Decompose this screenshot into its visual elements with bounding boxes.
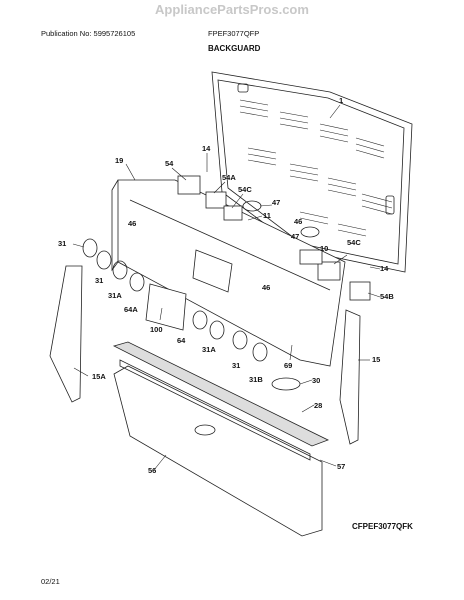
callout-label: 31A bbox=[108, 291, 122, 300]
callout-label: 54C bbox=[238, 185, 252, 194]
left-end-cap bbox=[49, 265, 83, 403]
revision-date: 02/21 bbox=[41, 577, 60, 586]
callout-label: 14 bbox=[202, 144, 211, 153]
callout-label: 47 bbox=[291, 232, 299, 241]
front-panel bbox=[113, 365, 323, 537]
callout-label: 10 bbox=[320, 244, 328, 253]
knobs bbox=[82, 238, 268, 362]
callout-label: 15 bbox=[372, 355, 380, 364]
callout-label: 56 bbox=[148, 466, 156, 475]
display-module bbox=[145, 283, 187, 331]
relay-54c-lower bbox=[317, 261, 341, 281]
section-title: BACKGUARD bbox=[208, 44, 261, 53]
callout-label: 46 bbox=[262, 283, 270, 292]
callout-label: 14 bbox=[380, 264, 389, 273]
relay-54b bbox=[349, 281, 371, 301]
figure-code: CFPEF3077QFK bbox=[352, 522, 413, 531]
callout-label: 47 bbox=[272, 198, 280, 207]
model-number: FPEF3077QFP bbox=[208, 29, 260, 38]
rear-panel bbox=[211, 71, 413, 273]
bottom-strip bbox=[119, 359, 311, 461]
relay-54 bbox=[177, 175, 201, 195]
part-30 bbox=[271, 377, 301, 391]
callout-label: 54 bbox=[165, 159, 174, 168]
callout-label: 54A bbox=[222, 173, 236, 182]
glass-trim bbox=[112, 341, 330, 447]
callout-label: 46 bbox=[294, 217, 302, 226]
callout-label: 31B bbox=[249, 375, 263, 384]
callout-label: 31 bbox=[58, 239, 66, 248]
publication-number: Publication No: 5995726105 bbox=[41, 29, 136, 38]
right-end-cap bbox=[339, 309, 361, 445]
callout-label: 54B bbox=[380, 292, 394, 301]
relay-54a bbox=[205, 191, 227, 209]
control-panel bbox=[111, 179, 346, 367]
part-callouts: 1 14 54 19 54A 54C 47 11 46 31 46 47 10 … bbox=[58, 96, 394, 475]
callout-label: 57 bbox=[337, 462, 345, 471]
callout-label: 54C bbox=[347, 238, 361, 247]
callout-label: 19 bbox=[115, 156, 123, 165]
callout-label: 30 bbox=[312, 376, 320, 385]
callout-label: 64 bbox=[177, 336, 186, 345]
callout-label: 28 bbox=[314, 401, 322, 410]
callout-label: 100 bbox=[150, 325, 163, 334]
callout-label: 31 bbox=[232, 361, 240, 370]
callout-label: 64A bbox=[124, 305, 138, 314]
callout-label: 69 bbox=[284, 361, 292, 370]
callout-label: 11 bbox=[263, 211, 271, 220]
callout-label: 46 bbox=[128, 219, 136, 228]
site-watermark: AppliancePartsPros.com bbox=[155, 2, 309, 17]
callout-label: 1 bbox=[339, 96, 343, 105]
callout-label: 31A bbox=[202, 345, 216, 354]
harness-47b bbox=[300, 226, 320, 238]
callout-label: 31 bbox=[95, 276, 103, 285]
relay-54c-upper bbox=[223, 205, 243, 221]
bracket-10 bbox=[299, 249, 323, 265]
callout-label: 15A bbox=[92, 372, 106, 381]
